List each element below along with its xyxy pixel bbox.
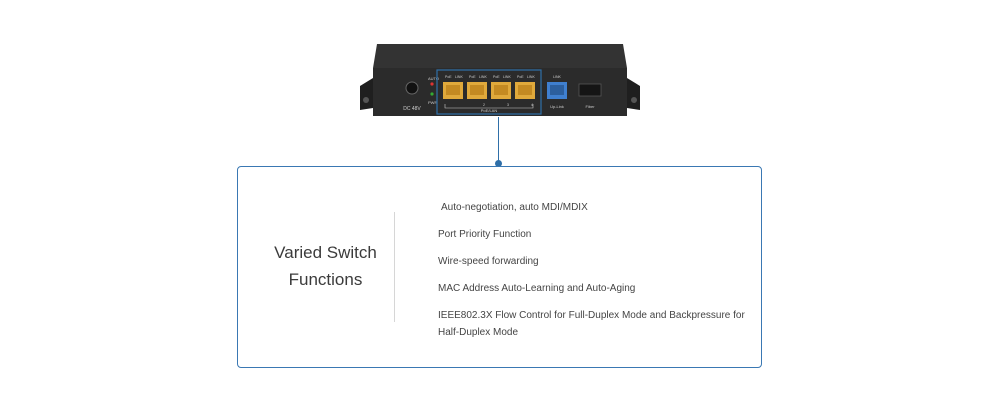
port-group-bracket <box>444 104 534 109</box>
port-number-4: 4 <box>531 103 533 107</box>
port-number-2: 2 <box>483 103 485 107</box>
poe-label-4: PoE <box>517 75 524 79</box>
poe-port-2 <box>467 82 487 99</box>
left-mounting-ear <box>360 78 373 110</box>
poe-label-1: PoE <box>445 75 452 79</box>
switch-device-image: DC 48V AUTO PWR PoE LINK PoE LINK PoE LI… <box>355 38 645 123</box>
link-label-3: LINK <box>503 75 511 79</box>
poe-port-3 <box>491 82 511 99</box>
poe-label-3: PoE <box>493 75 500 79</box>
callout-connector-dot <box>495 160 502 167</box>
panel-title: Varied Switch Functions <box>268 239 383 293</box>
feature-item: Wire-speed forwarding <box>438 256 539 267</box>
poe-ports-highlight <box>436 69 542 115</box>
panel-divider <box>394 212 395 322</box>
link-label-1: LINK <box>455 75 463 79</box>
panel-title-line-1: Varied Switch <box>274 243 377 262</box>
dc-jack <box>405 81 419 95</box>
panel-title-line-2: Functions <box>288 270 363 289</box>
uplink-link-label: LINK <box>553 75 561 79</box>
link-label-4: LINK <box>527 75 535 79</box>
pwr-label: PWR <box>428 100 437 105</box>
right-ear-hole <box>631 97 637 103</box>
feature-item: MAC Address Auto-Learning and Auto-Aging <box>438 283 636 294</box>
left-ear-hole <box>363 97 369 103</box>
link-label-2: LINK <box>479 75 487 79</box>
features-panel: Varied Switch Functions Auto-negotiation… <box>237 166 762 368</box>
pwr-led <box>430 92 434 96</box>
right-mounting-ear <box>627 78 640 110</box>
poe-lan-label: PoE/LAN <box>481 108 498 113</box>
port-number-3: 3 <box>507 103 509 107</box>
dc-label: DC 48V <box>403 106 421 112</box>
poe-port-4 <box>515 82 535 99</box>
fiber-label: Fiber <box>585 104 595 109</box>
chassis-top <box>373 44 627 68</box>
switch-device-drawing: DC 48V AUTO PWR PoE LINK PoE LINK PoE LI… <box>360 44 640 116</box>
uplink-port <box>547 82 567 99</box>
feature-item: IEEE802.3X Flow Control for Full-Duplex … <box>438 310 745 338</box>
poe-port-1 <box>443 82 463 99</box>
uplink-label: Up-Link <box>550 104 564 109</box>
callout-connector-line <box>498 117 499 163</box>
auto-led <box>430 82 434 86</box>
poe-label-2: PoE <box>469 75 476 79</box>
auto-label: AUTO <box>428 76 439 81</box>
sfp-port <box>578 83 602 97</box>
feature-item: Port Priority Function <box>438 229 532 240</box>
feature-item: Auto-negotiation, auto MDI/MDIX <box>441 202 588 213</box>
